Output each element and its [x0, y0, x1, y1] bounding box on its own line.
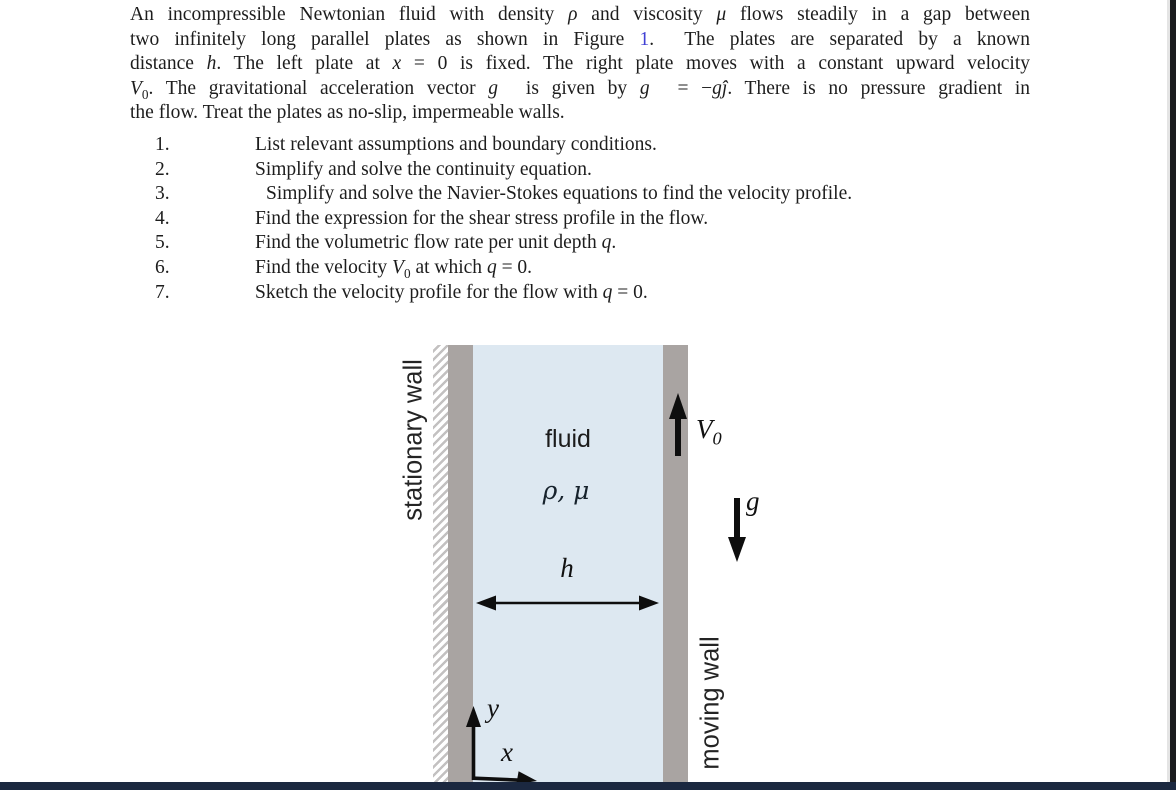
task-text: Find the expression for the shear stress…: [255, 207, 709, 229]
density-viscosity-label: ρ, μ: [542, 476, 590, 505]
gravity-arrow: [728, 498, 746, 562]
task-number: 2.: [155, 158, 170, 180]
x-axis-label: x: [501, 737, 513, 767]
paragraph-line: two infinitely long parallel plates as s…: [130, 28, 1030, 50]
problem-statement: An incompressible Newtonian fluid with d…: [130, 3, 1030, 126]
paragraph-line: distance h. The left plate at x = 0 is f…: [130, 53, 1030, 75]
task-text: Simplify and solve the Navier-Stokes equ…: [266, 183, 853, 205]
task-number: 7.: [155, 281, 170, 303]
stationary-wall-label: stationary wall: [399, 359, 428, 521]
task-number: 3.: [155, 183, 170, 205]
gravity-label: g: [746, 486, 760, 516]
task-number: 4.: [155, 207, 170, 229]
task-number: 6.: [155, 256, 170, 278]
task-item: 2. Simplify and solve the continuity equ…: [130, 158, 1060, 183]
fluid-label: fluid: [545, 425, 591, 453]
moving-plate: [663, 345, 688, 782]
stationary-plate: [448, 345, 473, 782]
task-item: 6. Find the velocity V0 at which q = 0.: [130, 256, 1060, 281]
task-item: 3. Simplify and solve the Navier-Stokes …: [130, 182, 1060, 207]
window-edge-highlight: [1167, 0, 1170, 782]
task-item: 1. List relevant assumptions and boundar…: [130, 133, 1060, 158]
fluid-region: [473, 345, 663, 782]
task-item: 7. Sketch the velocity profile for the f…: [130, 281, 1060, 306]
gap-width-label: h: [560, 553, 574, 583]
window-right-bar: [1170, 0, 1176, 790]
task-text: Simplify and solve the continuity equati…: [255, 158, 592, 180]
v0-label: V0: [696, 414, 722, 449]
task-text: Find the velocity V0 at which q = 0.: [255, 256, 533, 281]
task-text: Find the volumetric flow rate per unit d…: [255, 232, 617, 254]
moving-wall-label: moving wall: [696, 636, 725, 770]
task-item: 5. Find the volumetric flow rate per uni…: [130, 231, 1060, 256]
y-axis-label: y: [487, 693, 499, 723]
wall-hatching: [433, 345, 448, 782]
paragraph-line: An incompressible Newtonian fluid with d…: [130, 4, 1030, 25]
task-text: Sketch the velocity profile for the flow…: [255, 281, 648, 303]
figure-1-link[interactable]: 1: [639, 28, 650, 50]
task-item: 4. Find the expression for the shear str…: [130, 207, 1060, 232]
paragraph-line: V0. The gravitational acceleration vecto…: [130, 77, 1030, 102]
paragraph-line: the flow. Treat the plates as no-slip, i…: [130, 102, 565, 124]
task-number: 1.: [155, 134, 170, 155]
window-bottom-bar: [0, 782, 1176, 790]
task-text: List relevant assumptions and boundary c…: [255, 134, 657, 155]
task-list: 1. List relevant assumptions and boundar…: [130, 133, 1060, 305]
task-number: 5.: [155, 232, 170, 254]
